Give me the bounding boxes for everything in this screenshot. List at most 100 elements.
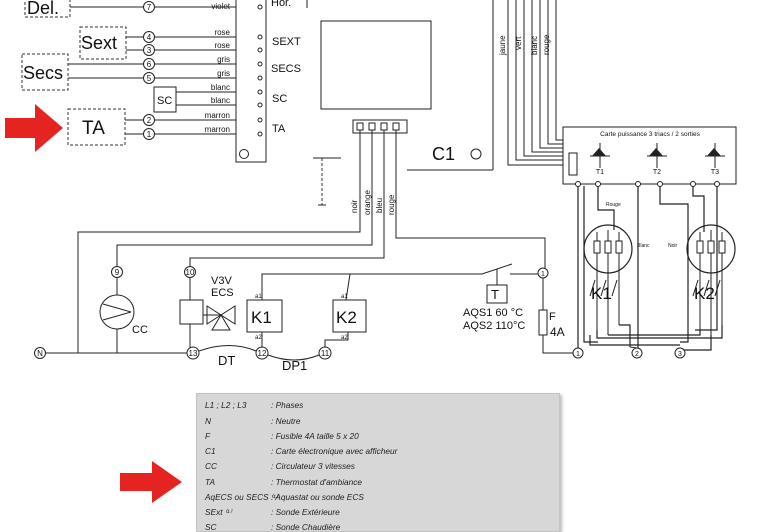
triac-t2-label: T2 xyxy=(653,169,661,176)
power-card-title: Carte puissance 3 triacs / 2 sorties xyxy=(600,131,700,138)
svg-text:2: 2 xyxy=(635,351,639,358)
k2-a1: a1 xyxy=(341,294,348,300)
v3v-actuator xyxy=(179,299,204,325)
k2-label: K2 xyxy=(336,308,357,327)
k2-a2: a2 xyxy=(341,335,348,341)
svg-text:4: 4 xyxy=(147,33,152,42)
secs-label: Secs xyxy=(23,63,63,83)
k1-relay xyxy=(246,299,283,333)
k1-a1: a1 xyxy=(255,294,262,300)
wire-marron-label-2: marron xyxy=(205,125,230,134)
connector-ta-label: TA xyxy=(272,123,286,135)
wire-rose-label-2: rose xyxy=(214,41,230,50)
svg-text:5: 5 xyxy=(147,74,152,83)
terminal-5: 5 xyxy=(143,72,155,84)
valve-icon xyxy=(203,305,236,331)
power-card-k2-contacts xyxy=(692,268,723,335)
sc-probe-label: SC xyxy=(157,95,172,107)
power-card-k1-contacts xyxy=(589,268,620,335)
mount-hole-left xyxy=(239,149,249,159)
k1-a2: a2 xyxy=(255,335,262,341)
connector-sext-label: SEXT xyxy=(272,36,301,48)
triac-icon-1 xyxy=(590,143,610,168)
dp1-label: DP1 xyxy=(282,358,307,373)
wire-blanc-top-label: blanc xyxy=(530,36,539,55)
terminal-11: 11 xyxy=(318,346,332,360)
fuse xyxy=(538,309,548,336)
aqs1-label: AQS1 60 °C xyxy=(463,307,523,319)
terminal-9: 9 xyxy=(111,266,123,278)
wire-blanc-label-1: blanc xyxy=(211,83,230,92)
connector-sc-label: SC xyxy=(272,93,287,105)
connector-hor-label: Hor. xyxy=(271,0,291,9)
mount-hole-right xyxy=(470,148,482,160)
wire-marron-label-1: marron xyxy=(205,111,230,120)
wire-noir-label: noir xyxy=(350,199,359,213)
svg-text:1: 1 xyxy=(541,271,545,278)
c1-label: C1 xyxy=(432,144,455,164)
power-card-noir-label: Noir xyxy=(668,243,678,249)
fuse-label: F xyxy=(549,311,556,323)
thermostat-box xyxy=(486,284,508,304)
del-label: Del. xyxy=(27,0,59,18)
terminal-3: 3 xyxy=(143,44,155,56)
secs-box xyxy=(21,53,69,91)
svg-text:7: 7 xyxy=(147,3,152,12)
triac-t3-label: T3 xyxy=(711,169,719,176)
wire-vert-label: vert xyxy=(514,36,523,50)
svg-text:6: 6 xyxy=(147,60,152,69)
terminal-cap-1: 1 xyxy=(537,267,549,279)
motor-left xyxy=(583,224,633,274)
terminal-6: 6 xyxy=(143,58,155,70)
wire-rouge-top-label: rouge xyxy=(542,34,551,55)
svg-text:1: 1 xyxy=(576,351,580,358)
ecs-label: ECS xyxy=(211,287,234,299)
del-box xyxy=(24,0,71,18)
triac-icon-3 xyxy=(705,143,725,168)
ta-box xyxy=(67,108,126,146)
svg-text:12: 12 xyxy=(258,349,267,358)
motor-right xyxy=(686,224,736,274)
wire-rouge-label: rouge xyxy=(387,194,396,215)
wire-violet-label: violet xyxy=(211,2,230,11)
legend-panel: L1 ; L2 ; L3: Phases N: Neutre F: Fusibl… xyxy=(196,393,560,532)
dt-label: DT xyxy=(218,353,235,368)
terminal-7: 7 xyxy=(143,1,155,13)
svg-text:11: 11 xyxy=(321,349,330,358)
terminal-4: 4 xyxy=(143,31,155,43)
k1-label: K1 xyxy=(251,308,272,327)
sext-label: Sext xyxy=(81,33,117,53)
wire-rose-label-1: rose xyxy=(214,28,230,37)
svg-text:1: 1 xyxy=(147,130,152,139)
svg-text:13: 13 xyxy=(189,349,198,358)
terminal-13: 13 xyxy=(186,346,200,360)
v3v-label: V3V xyxy=(211,275,232,287)
fuse-rating-label: 4A xyxy=(550,325,565,339)
power-card-blanc-label: Blanc xyxy=(637,243,650,249)
ta-label: TA xyxy=(82,118,105,139)
power-card-k2-label: K2 xyxy=(694,284,715,303)
svg-text:9: 9 xyxy=(115,268,120,277)
terminal-block xyxy=(235,0,267,163)
red-arrow-icon xyxy=(120,461,182,503)
power-card-rouge-label: Rouge xyxy=(606,202,621,208)
wire-jaune-label: jaune xyxy=(498,35,507,56)
wire-orange-label: orange xyxy=(363,190,372,215)
wire-gris-label-1: gris xyxy=(217,55,230,64)
wire-blanc-label-2: blanc xyxy=(211,96,230,105)
terminal-10: 10 xyxy=(184,266,196,278)
terminal-12: 12 xyxy=(255,346,269,360)
terminal-bottom-2: 2 xyxy=(631,347,643,359)
k2-relay xyxy=(332,299,367,333)
svg-text:N: N xyxy=(37,349,43,358)
red-arrow-icon xyxy=(5,104,63,152)
sc-probe-box xyxy=(153,86,177,113)
wire-gris-label-2: gris xyxy=(217,69,230,78)
c1-display xyxy=(320,20,432,110)
svg-text:2: 2 xyxy=(147,116,152,125)
pump-icon xyxy=(99,294,135,330)
power-card-k1-label: K1 xyxy=(591,284,612,303)
terminal-bottom-3: 3 xyxy=(674,347,686,359)
thermostat-label: T xyxy=(491,287,499,302)
